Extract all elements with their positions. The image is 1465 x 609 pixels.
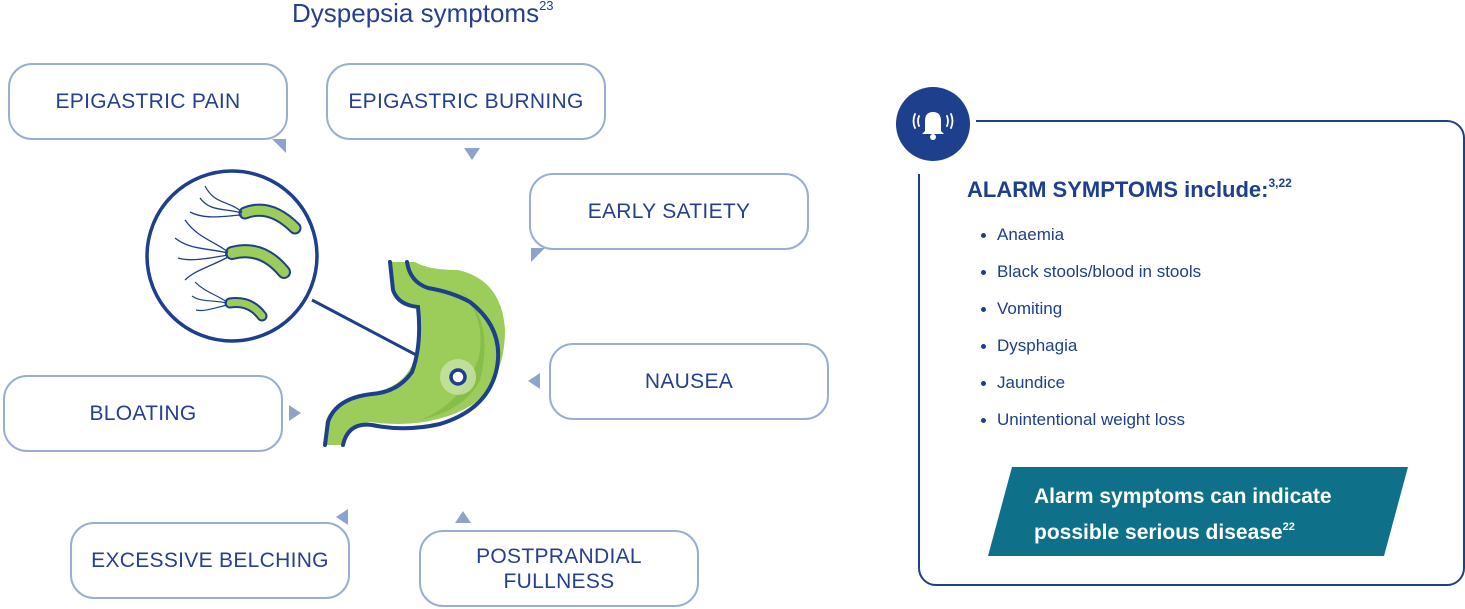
list-item-text: Dysphagia — [997, 336, 1078, 355]
pointer-arrow-icon — [336, 509, 348, 525]
symptom-early-satiety: EARLY SATIETY — [529, 173, 809, 250]
symptom-label: EXCESSIVE BELCHING — [91, 549, 329, 572]
symptom-postprandial-fullness: POSTPRANDIAL FULLNESS — [419, 530, 699, 607]
bullet-icon — [981, 344, 986, 349]
bullet-icon — [981, 381, 986, 386]
symptom-label: NAUSEA — [644, 370, 734, 393]
alarm-heading-text: ALARM SYMPTOMS include: — [967, 177, 1269, 202]
symptom-epigastric-pain: EPIGASTRIC PAIN — [8, 63, 288, 140]
pointer-arrow-icon — [464, 148, 480, 160]
title-ref: 23 — [539, 0, 554, 13]
page-title: Dyspepsia symptoms23 — [292, 0, 554, 29]
title-text: Dyspepsia symptoms — [292, 0, 540, 28]
list-item: Unintentional weight loss — [979, 410, 1201, 447]
symptom-epigastric-burning: EPIGASTRIC BURNING — [326, 63, 606, 140]
list-item: Anaemia — [979, 225, 1201, 262]
symptom-nausea: NAUSEA — [549, 343, 829, 420]
list-item: Jaundice — [979, 373, 1201, 410]
list-item-text: Unintentional weight loss — [997, 410, 1186, 429]
list-item: Black stools/blood in stools — [979, 262, 1201, 299]
bullet-icon — [981, 233, 986, 238]
bullet-icon — [981, 418, 986, 423]
alarm-heading-ref: 3,22 — [1268, 176, 1292, 190]
alarm-callout-banner — [988, 467, 1408, 556]
stomach-illustration — [145, 169, 505, 447]
pointer-arrow-icon — [289, 405, 301, 421]
stomach-icon — [323, 260, 505, 447]
pointer-arrow-icon — [272, 139, 286, 153]
bullet-icon — [981, 307, 986, 312]
symptom-label: BLOATING — [89, 402, 197, 425]
callout-ref: 22 — [1282, 521, 1295, 533]
symptom-label: EARLY SATIETY — [587, 200, 751, 223]
callout-text: Alarm symptoms can indicate possible ser… — [1034, 485, 1332, 544]
pointer-arrow-icon — [455, 511, 471, 523]
symptom-bloating: BLOATING — [3, 375, 283, 452]
bullet-icon — [981, 270, 986, 275]
list-item-text: Jaundice — [997, 373, 1066, 392]
symptom-excessive-belching: EXCESSIVE BELCHING — [70, 522, 350, 599]
list-item-text: Anaemia — [997, 225, 1065, 244]
list-item: Vomiting — [979, 299, 1201, 336]
list-item-text: Black stools/blood in stools — [997, 262, 1202, 281]
bacterium-icon — [191, 281, 268, 322]
pointer-arrow-icon — [531, 248, 545, 262]
alarm-heading: ALARM SYMPTOMS include:3,22 — [967, 176, 1292, 203]
alarm-callout-text: Alarm symptoms can indicate possible ser… — [1034, 482, 1394, 548]
symptom-label: EPIGASTRIC PAIN — [55, 90, 241, 113]
bacterium-icon — [174, 219, 291, 281]
list-item: Dysphagia — [979, 336, 1201, 373]
symptom-label: POSTPRANDIAL FULLNESS — [476, 544, 642, 593]
bell-icon — [896, 87, 970, 161]
symptom-label: EPIGASTRIC BURNING — [348, 90, 584, 113]
alarm-list: Anaemia Black stools/blood in stools Vom… — [979, 225, 1201, 447]
list-item-text: Vomiting — [997, 299, 1063, 318]
bacterium-icon — [189, 185, 302, 235]
pointer-arrow-icon — [528, 373, 540, 389]
